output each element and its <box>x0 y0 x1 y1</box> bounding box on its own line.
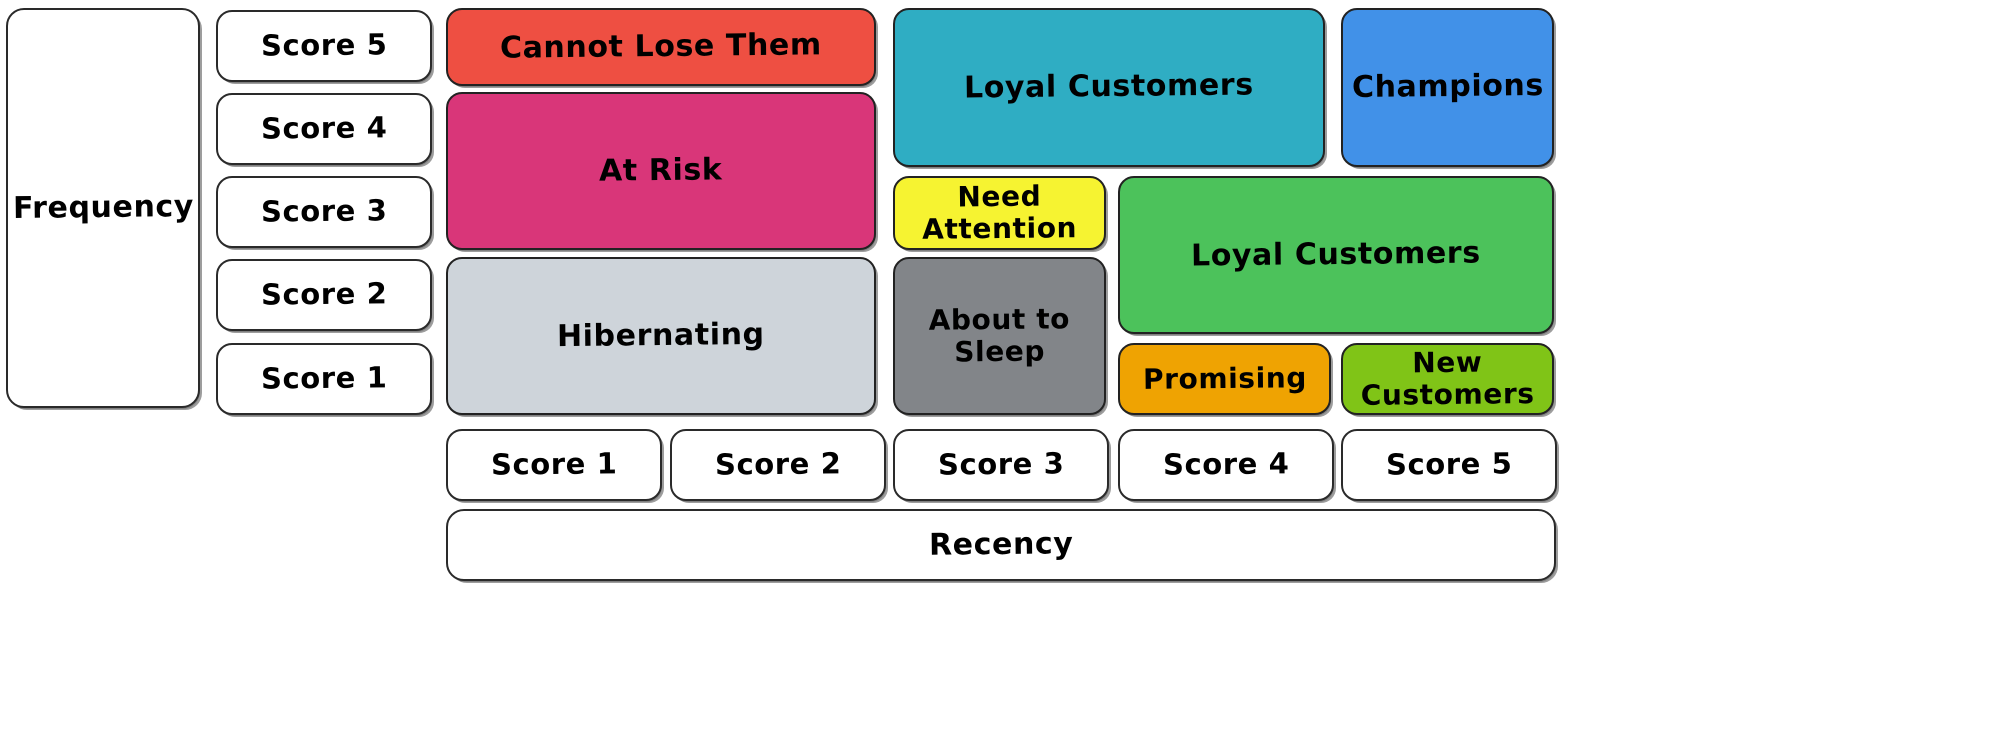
segment-new-customers[interactable]: New Customers <box>1341 343 1554 415</box>
recency-score-5-label: Score 5 <box>1385 446 1513 482</box>
segment-loyal-customers-teal[interactable]: Loyal Customers <box>893 8 1325 167</box>
segment-cannot-lose-them[interactable]: Cannot Lose Them <box>446 8 876 86</box>
segment-at-risk[interactable]: At Risk <box>446 92 876 250</box>
recency-score-5[interactable]: Score 5 <box>1341 429 1557 501</box>
segment-champions[interactable]: Champions <box>1341 8 1554 167</box>
frequency-score-1-label: Score 1 <box>260 360 388 396</box>
segment-need-attention-label: Need Attention <box>922 179 1078 246</box>
segment-about-to-sleep[interactable]: About to Sleep <box>893 257 1106 415</box>
frequency-score-5-label: Score 5 <box>260 27 388 63</box>
frequency-score-3[interactable]: Score 3 <box>216 176 432 248</box>
segment-champions-label: Champions <box>1351 68 1544 106</box>
recency-score-1-label: Score 1 <box>490 446 618 482</box>
segment-need-attention[interactable]: Need Attention <box>893 176 1106 250</box>
frequency-score-5[interactable]: Score 5 <box>216 10 432 82</box>
segment-hibernating-label: Hibernating <box>556 316 765 354</box>
frequency-score-4[interactable]: Score 4 <box>216 93 432 165</box>
recency-score-1[interactable]: Score 1 <box>446 429 662 501</box>
recency-score-2[interactable]: Score 2 <box>670 429 886 501</box>
segment-loyal-customers-green[interactable]: Loyal Customers <box>1118 176 1554 334</box>
segment-hibernating[interactable]: Hibernating <box>446 257 876 415</box>
frequency-score-3-label: Score 3 <box>260 193 388 229</box>
recency-axis-label: Recency <box>446 509 1556 581</box>
segment-at-risk-label: At Risk <box>599 152 723 189</box>
frequency-score-4-label: Score 4 <box>260 110 388 146</box>
frequency-score-1[interactable]: Score 1 <box>216 343 432 415</box>
segment-new-customers-label: New Customers <box>1360 345 1535 412</box>
recency-score-3-label: Score 3 <box>937 446 1065 482</box>
segment-promising[interactable]: Promising <box>1118 343 1331 415</box>
recency-score-4-label: Score 4 <box>1162 446 1290 482</box>
recency-score-4[interactable]: Score 4 <box>1118 429 1334 501</box>
recency-score-3[interactable]: Score 3 <box>893 429 1109 501</box>
recency-score-2-label: Score 2 <box>714 446 842 482</box>
segment-about-to-sleep-label: About to Sleep <box>928 302 1071 369</box>
frequency-score-2[interactable]: Score 2 <box>216 259 432 331</box>
frequency-score-2-label: Score 2 <box>260 276 388 312</box>
frequency-axis-text: Frequency <box>12 188 194 226</box>
segment-loyal-customers-green-label: Loyal Customers <box>1190 235 1482 274</box>
segment-loyal-customers-teal-label: Loyal Customers <box>963 67 1255 106</box>
segment-promising-label: Promising <box>1142 361 1307 396</box>
frequency-axis-label: Frequency <box>6 8 200 408</box>
recency-axis-text: Recency <box>928 525 1074 563</box>
segment-cannot-lose-them-label: Cannot Lose Them <box>499 27 823 66</box>
